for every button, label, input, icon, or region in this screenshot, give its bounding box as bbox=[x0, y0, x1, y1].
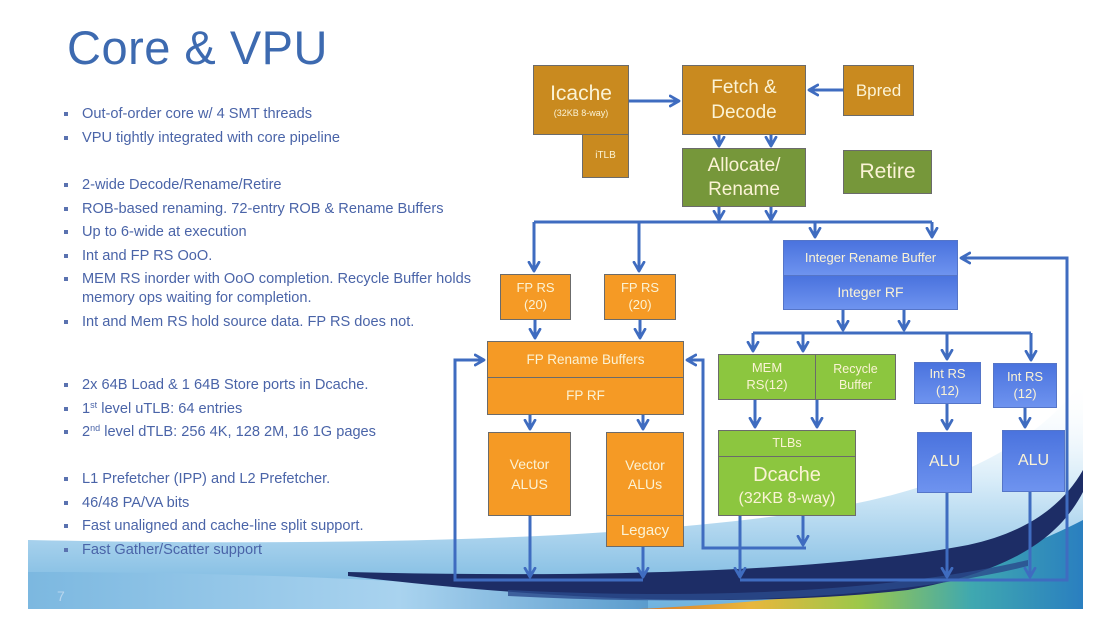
bullet-icon bbox=[64, 477, 68, 481]
bullet-icon bbox=[64, 406, 68, 411]
bullet-icon bbox=[64, 319, 68, 324]
bullet-icon bbox=[64, 183, 68, 187]
mem-rs-box: MEM RS(12) bbox=[718, 354, 816, 400]
bullet-item: Int and Mem RS hold source data. FP RS d… bbox=[62, 313, 482, 332]
bullet-group-memory: 2x 64B Load & 1 64B Store ports in Dcach… bbox=[62, 376, 482, 447]
fp-rf-box: FP RF bbox=[487, 377, 684, 415]
legacy-box: Legacy bbox=[606, 515, 684, 547]
bullet-icon bbox=[64, 277, 68, 281]
vector-alus-box-1: Vector ALUS bbox=[488, 432, 571, 516]
bullet-icon bbox=[64, 206, 68, 211]
bullet-icon bbox=[64, 524, 68, 528]
bullet-item: 2x 64B Load & 1 64B Store ports in Dcach… bbox=[62, 376, 482, 395]
bullet-item: VPU tightly integrated with core pipelin… bbox=[62, 129, 482, 148]
slide-title: Core & VPU bbox=[67, 21, 328, 74]
recycle-buffer-box: Recycle Buffer bbox=[815, 354, 896, 400]
alu-box-2: ALU bbox=[1002, 430, 1065, 492]
bullet-item: MEM RS inorder with OoO completion. Recy… bbox=[62, 270, 482, 308]
fp-rs-box-1: FP RS (20) bbox=[500, 274, 571, 320]
bullet-item: 46/48 PA/VA bits bbox=[62, 494, 482, 513]
bullet-item: Fast Gather/Scatter support bbox=[62, 541, 482, 560]
int-rs-box-2: Int RS (12) bbox=[993, 363, 1057, 408]
bullet-icon bbox=[64, 547, 68, 552]
bullet-icon bbox=[64, 500, 68, 505]
bullet-icon bbox=[64, 430, 68, 434]
bullet-icon bbox=[64, 253, 68, 258]
integer-rf-box: Integer RF bbox=[783, 275, 958, 310]
fp-rs-box-2: FP RS (20) bbox=[604, 274, 676, 320]
retire-box: Retire bbox=[843, 150, 932, 194]
alu-box-1: ALU bbox=[917, 432, 972, 493]
bullet-item: Up to 6-wide at execution bbox=[62, 223, 482, 242]
bullet-item: 1st level uTLB: 64 entries bbox=[62, 400, 482, 419]
bullet-item: ROB-based renaming. 72-entry ROB & Renam… bbox=[62, 200, 482, 219]
icache-box: Icache (32KB 8-way) bbox=[533, 65, 629, 135]
itlb-box: iTLB bbox=[582, 134, 629, 178]
bullet-icon bbox=[64, 383, 68, 387]
allocate-rename-box: Allocate/ Rename bbox=[682, 148, 806, 207]
bullet-item: 2nd level dTLB: 256 4K, 128 2M, 16 1G pa… bbox=[62, 423, 482, 442]
tlbs-box: TLBs bbox=[718, 430, 856, 457]
bullet-item: 2-wide Decode/Rename/Retire bbox=[62, 176, 482, 195]
dcache-to-fp-loop bbox=[687, 360, 806, 550]
slide-number: 7 bbox=[57, 588, 65, 604]
bullet-item: Int and FP RS OoO. bbox=[62, 247, 482, 266]
bullet-group-misc: L1 Prefetcher (IPP) and L2 Prefetcher. 4… bbox=[62, 470, 482, 564]
bullet-item: Fast unaligned and cache-line split supp… bbox=[62, 517, 482, 536]
bullet-icon bbox=[64, 230, 68, 234]
int-writeback-loop bbox=[740, 258, 1069, 582]
int-rs-box-1: Int RS (12) bbox=[914, 362, 981, 404]
bullet-item: L1 Prefetcher (IPP) and L2 Prefetcher. bbox=[62, 470, 482, 489]
dcache-box: Dcache (32KB 8-way) bbox=[718, 456, 856, 516]
bullet-group-pipeline: 2-wide Decode/Rename/Retire ROB-based re… bbox=[62, 176, 482, 336]
bpred-box: Bpred bbox=[843, 65, 914, 116]
bullet-group-core: Out-of-order core w/ 4 SMT threads VPU t… bbox=[62, 105, 482, 152]
bullet-item: Out-of-order core w/ 4 SMT threads bbox=[62, 105, 482, 124]
fetch-decode-box: Fetch & Decode bbox=[682, 65, 806, 135]
vector-alus-box-2: Vector ALUs bbox=[606, 432, 684, 517]
fp-writeback-loop bbox=[453, 360, 643, 582]
bullet-icon bbox=[64, 135, 68, 140]
bullet-icon bbox=[64, 112, 68, 116]
